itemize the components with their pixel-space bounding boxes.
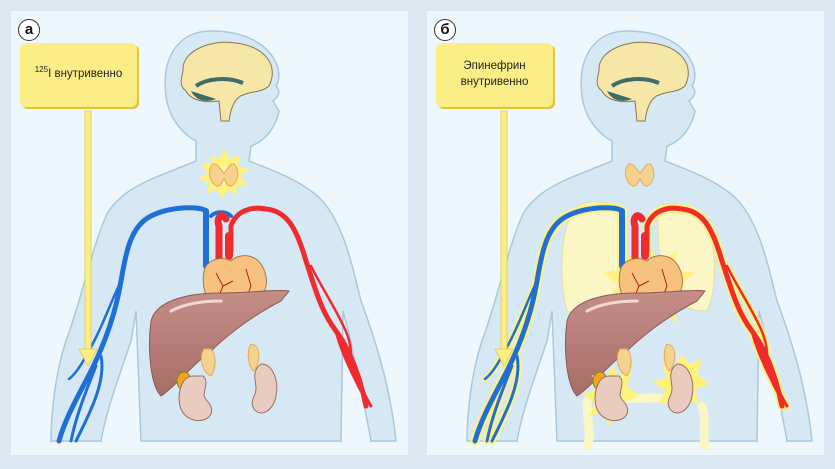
callout-text: I внутривенно [48,68,123,81]
panel-label-a: а [18,19,40,41]
callout-line-1: Эпинефрин [463,60,526,73]
callout-line-2: внутривенно [460,76,529,88]
liver [148,289,290,397]
adrenal-glands [200,343,260,377]
arteries [214,205,373,409]
callout-iodine: 125I внутривенно [20,43,137,107]
panel-b: б Эпинефрин внутривенно [427,11,824,455]
arteries [630,205,789,409]
liver [564,289,706,397]
panel-a-illustration [50,30,397,444]
veins [472,205,625,444]
panel-label-b: б [434,19,456,41]
panel-a: а 125I внутривенно [11,11,408,455]
isotope-number: 125 [34,65,49,75]
adrenal-glands [616,343,676,377]
kidneys [594,363,694,422]
injection-arrow [494,110,514,367]
thyroid [625,163,655,187]
thyroid [209,163,239,187]
panel-b-illustration [466,30,813,451]
callout-epinephrine: Эпинефрин внутривенно [436,43,553,107]
brain [596,41,689,122]
brain [180,41,273,122]
kidneys [178,363,278,422]
injection-arrow [78,110,98,367]
